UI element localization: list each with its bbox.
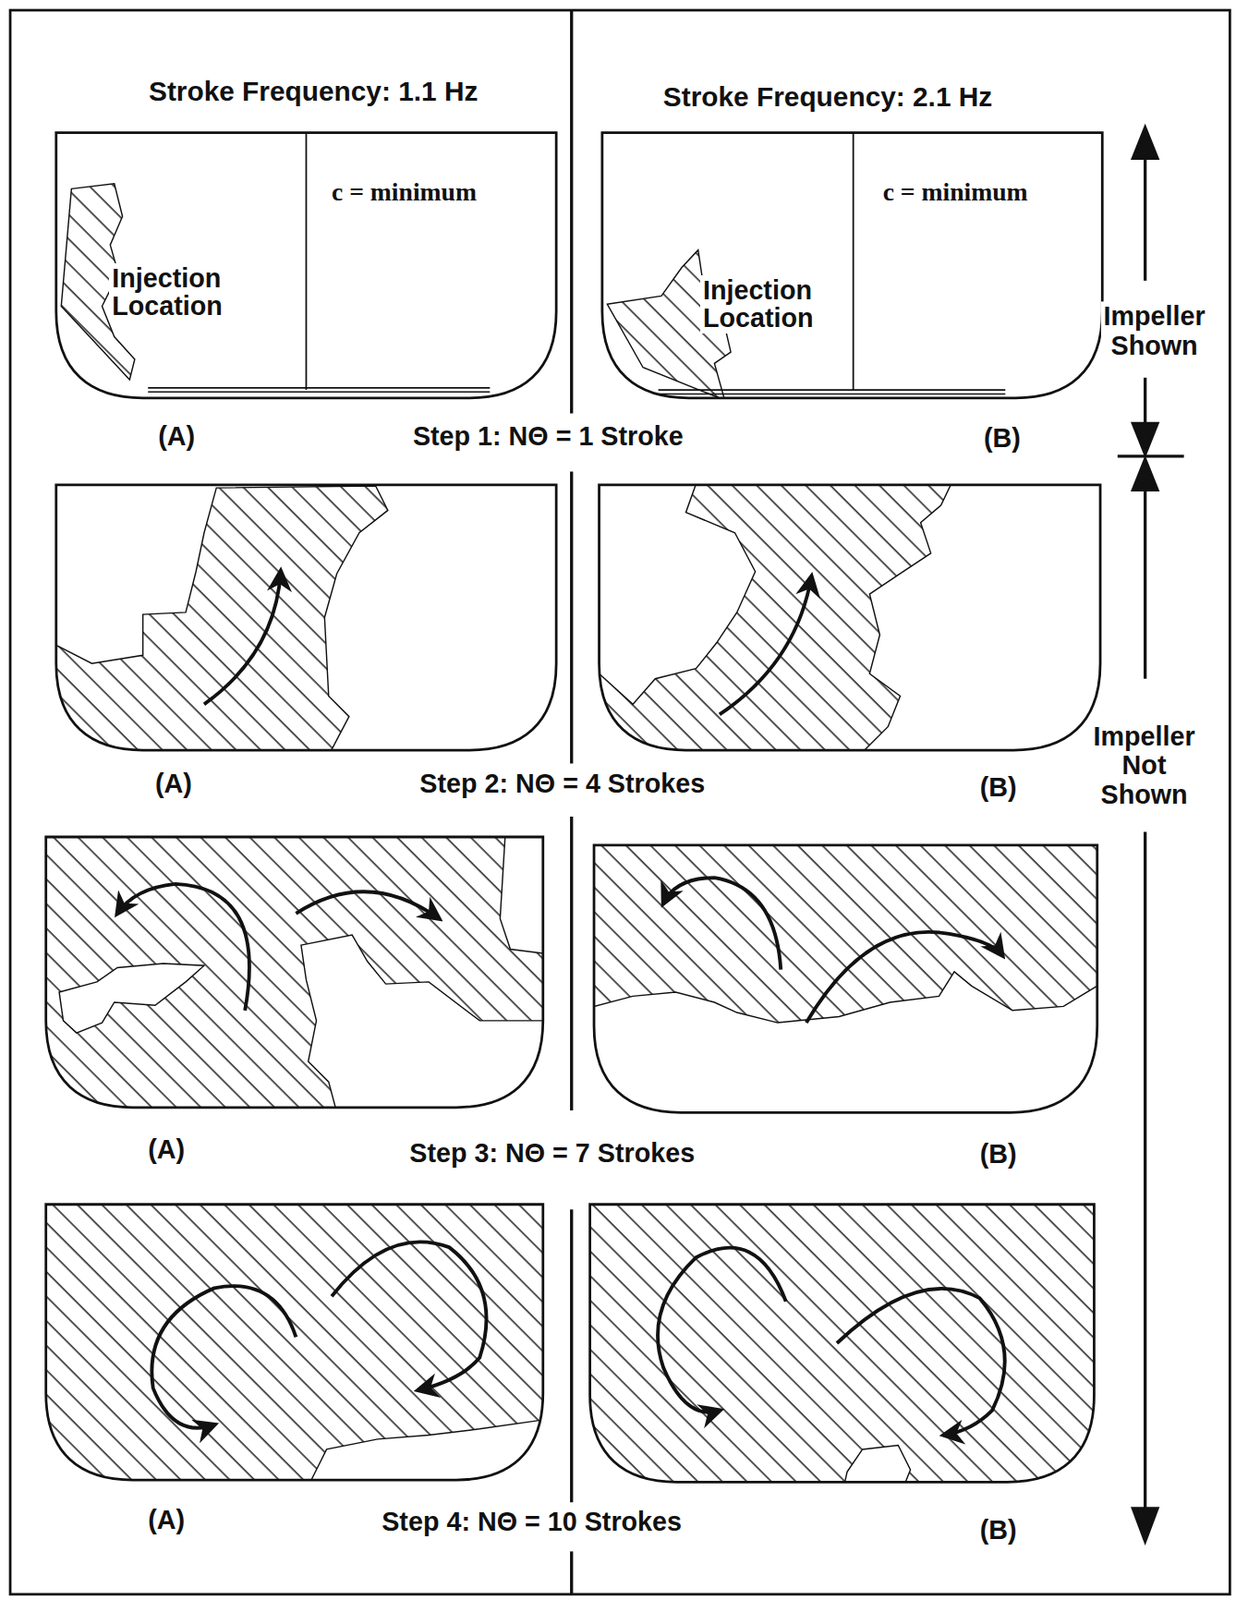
- concentration-note: c = minimum: [331, 178, 477, 206]
- tank-section: [590, 1204, 1095, 1491]
- panel-letter: (A): [157, 422, 195, 452]
- panel-letter: (A): [155, 769, 193, 800]
- tank-section: [602, 133, 1103, 400]
- flow-arrow: [663, 877, 781, 970]
- tracer-region: [56, 485, 388, 756]
- panel-letter: (B): [983, 424, 1021, 454]
- panel-divider: [569, 1551, 573, 1594]
- flow-arrow: [806, 932, 1003, 1023]
- tank-section: [46, 1204, 552, 1491]
- panel-divider: [569, 1209, 573, 1503]
- tank-section: [56, 133, 557, 399]
- tank-section: [586, 845, 1107, 1118]
- unmixed-region: [59, 963, 205, 1033]
- tank-section: [56, 484, 557, 756]
- flow-arrow: [331, 1241, 486, 1390]
- flow-arrow: [719, 576, 812, 715]
- step-caption: Step 3: NΘ = 7 Strokes: [409, 1139, 695, 1169]
- panel-letter: (A): [147, 1505, 185, 1536]
- injection-label: Injection Location: [109, 263, 226, 321]
- impeller-shaft: [305, 133, 308, 390]
- impeller-shaft: [852, 133, 855, 390]
- tank-panel: Injection Location c = minimum: [602, 133, 1103, 399]
- tank-panel: Injection Location c = minimum: [56, 133, 557, 399]
- panel-letter: (B): [980, 1139, 1018, 1170]
- outer-frame: [10, 10, 1230, 1595]
- flow-arrow: [204, 571, 281, 705]
- step-caption: Stroke Frequency: 2.1 Hz: [663, 82, 993, 113]
- panel-divider: [569, 816, 573, 1111]
- tracer-region: [599, 484, 952, 756]
- flow-arrow: [295, 891, 439, 919]
- impeller-plate: [658, 388, 1006, 391]
- side-note: Impeller Shown: [1101, 301, 1209, 362]
- panel-letter: (B): [980, 1516, 1018, 1547]
- panel-divider: [569, 10, 573, 413]
- tank-section: [599, 484, 1101, 756]
- concentration-note: c = minimum: [883, 178, 1029, 206]
- step-caption: Step 1: NΘ = 1 Stroke: [412, 422, 684, 452]
- step-caption: Step 2: NΘ = 4 Strokes: [419, 769, 705, 800]
- step-caption: Stroke Frequency: 1.1 Hz: [148, 76, 478, 108]
- injection-label: Injection Location: [700, 275, 817, 333]
- impeller-plate: [147, 387, 490, 389]
- flow-arrow: [657, 1248, 787, 1413]
- unmixed-region: [301, 934, 552, 1113]
- panel-letter: (B): [980, 773, 1018, 803]
- flow-arrow: [117, 884, 250, 1011]
- flow-arrow: [836, 1288, 1006, 1436]
- step-caption: Step 4: NΘ = 10 Strokes: [381, 1508, 682, 1539]
- tank-section: [46, 835, 552, 1114]
- unmixed-region: [586, 971, 1107, 1118]
- panel-letter: (A): [147, 1135, 185, 1165]
- flow-arrow: [151, 1285, 296, 1429]
- panel-divider: [569, 471, 573, 764]
- side-note: Impeller Not Shown: [1090, 720, 1198, 811]
- unmixed-region: [843, 1444, 911, 1491]
